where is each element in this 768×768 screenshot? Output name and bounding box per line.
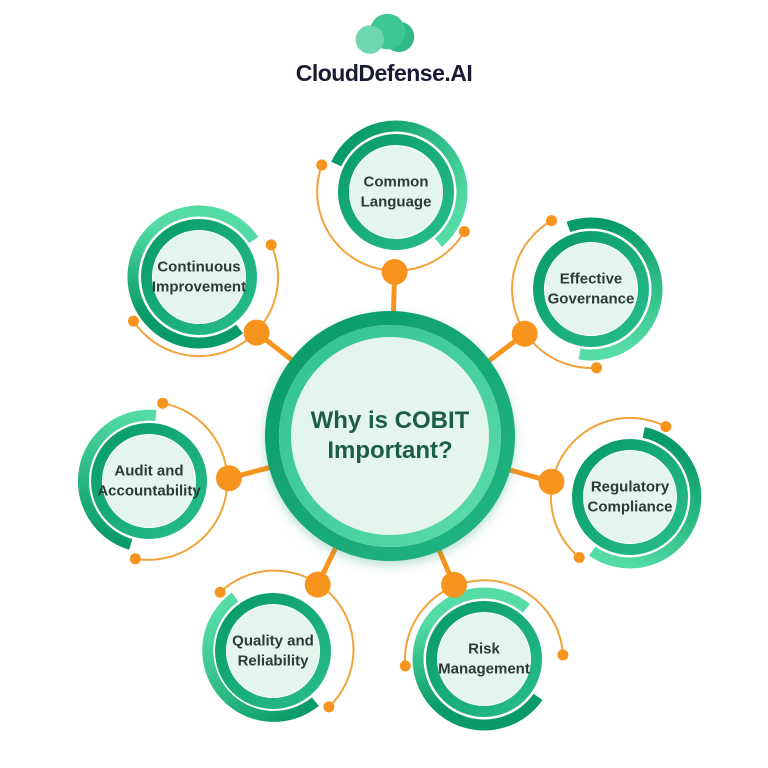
connector-dot-icon bbox=[243, 319, 270, 346]
node-label-audit-accountability: Audit and Accountability bbox=[97, 462, 201, 500]
satellite-inner-ring bbox=[338, 134, 454, 250]
satellite-node bbox=[202, 569, 355, 722]
central-mid-ring bbox=[279, 325, 501, 547]
satellite-inner-ring bbox=[215, 593, 331, 709]
node-label-continuous-improvement: Continuous Improvement bbox=[151, 258, 247, 296]
satellite-green-arc bbox=[588, 427, 702, 569]
node-label-common-language: Common Language bbox=[360, 173, 432, 211]
arc-end-dot-icon bbox=[660, 421, 672, 433]
central-node-title: Why is COBIT Important? bbox=[310, 407, 470, 464]
satellite-node bbox=[399, 571, 569, 731]
connector-dot-icon bbox=[304, 571, 331, 598]
satellite-orange-arc bbox=[511, 219, 598, 369]
satellite-orange-arc bbox=[134, 402, 229, 561]
arc-end-dot-icon bbox=[129, 553, 141, 565]
arc-end-dot-icon bbox=[591, 362, 603, 374]
connector-dot-icon bbox=[441, 571, 468, 598]
satellite-node bbox=[316, 120, 470, 285]
satellite-orange-arc bbox=[549, 416, 667, 559]
satellite-disc bbox=[227, 605, 319, 697]
satellite-disc bbox=[153, 231, 245, 323]
arc-end-dot-icon bbox=[316, 159, 328, 171]
arc-end-dot-icon bbox=[128, 315, 140, 327]
satellite-orange-arc bbox=[404, 579, 564, 667]
satellite-green-arc bbox=[77, 409, 157, 550]
satellite-node bbox=[538, 416, 702, 569]
arc-end-dot-icon bbox=[573, 552, 585, 564]
satellite-node bbox=[127, 205, 280, 358]
arc-end-dot-icon bbox=[157, 397, 169, 409]
satellite-disc bbox=[350, 146, 442, 238]
satellite-orange-arc bbox=[316, 164, 466, 272]
satellite-node bbox=[511, 215, 663, 374]
satellite-green-arc bbox=[412, 587, 543, 731]
satellite-orange-arc bbox=[219, 569, 355, 708]
connector-dot-icon bbox=[538, 468, 565, 495]
satellite-green-arc bbox=[566, 217, 663, 361]
node-label-quality-reliability: Quality and Reliability bbox=[232, 632, 314, 670]
satellite-green-arc bbox=[127, 205, 259, 349]
satellite-orange-arc bbox=[132, 243, 280, 358]
central-node bbox=[265, 311, 515, 561]
satellite-green-arc bbox=[202, 592, 319, 722]
satellite-disc bbox=[545, 243, 637, 335]
central-outer-ring bbox=[265, 311, 515, 561]
arc-end-dot-icon bbox=[265, 239, 277, 251]
node-label-effective-governance: Effective Governance bbox=[547, 270, 635, 308]
satellite-node bbox=[77, 397, 242, 565]
satellite-inner-ring bbox=[572, 439, 688, 555]
connector-dot-icon bbox=[511, 320, 538, 347]
arc-end-dot-icon bbox=[399, 660, 411, 672]
connector-dot-icon bbox=[215, 465, 242, 492]
arc-end-dot-icon bbox=[546, 215, 557, 227]
satellite-disc bbox=[584, 451, 676, 543]
node-label-risk-management: Risk Management bbox=[438, 640, 530, 678]
arc-end-dot-icon bbox=[214, 586, 226, 598]
arc-end-dot-icon bbox=[458, 226, 470, 237]
satellite-disc bbox=[103, 435, 195, 527]
connector-dot-icon bbox=[381, 258, 408, 285]
satellite-disc bbox=[438, 613, 530, 705]
satellite-inner-ring bbox=[141, 219, 257, 335]
central-disc bbox=[291, 337, 489, 535]
satellite-inner-ring bbox=[533, 231, 649, 347]
arc-end-dot-icon bbox=[323, 701, 335, 713]
satellite-green-arc bbox=[331, 120, 468, 247]
satellite-inner-ring bbox=[91, 423, 207, 539]
arc-end-dot-icon bbox=[557, 649, 569, 661]
satellite-inner-ring bbox=[426, 601, 542, 717]
node-label-regulatory-compliance: Regulatory Compliance bbox=[587, 478, 673, 516]
